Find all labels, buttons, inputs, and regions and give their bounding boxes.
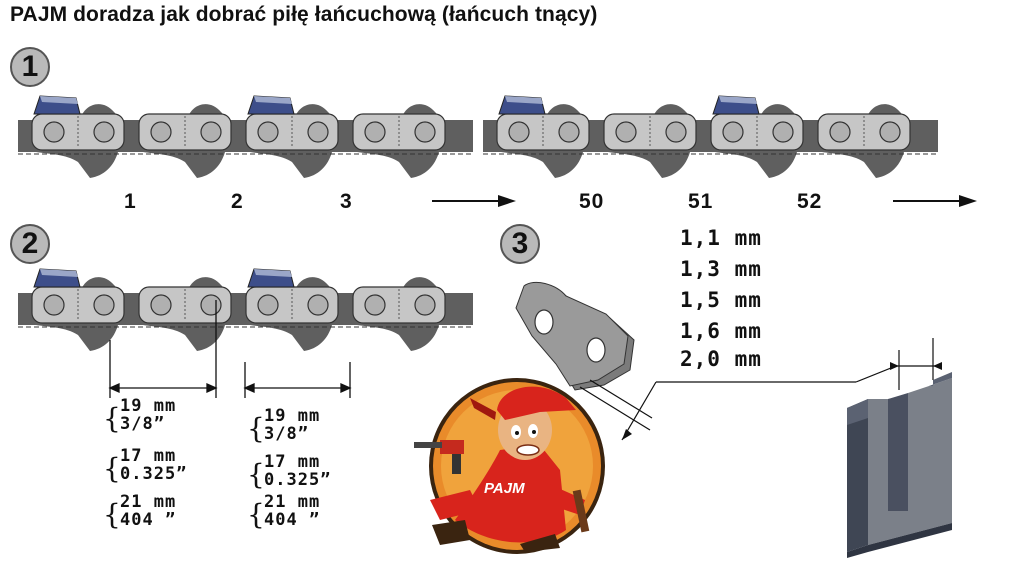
arrow-right-icon xyxy=(893,195,977,207)
rivet-icon xyxy=(558,121,580,143)
thickness-option: 2,0 mm xyxy=(680,347,762,371)
rivet-icon xyxy=(257,121,279,143)
link-number-51: 51 xyxy=(688,190,714,213)
cutter-edge xyxy=(254,96,292,104)
rivet-icon xyxy=(93,121,115,143)
mascot-label: PAJM xyxy=(484,480,525,497)
chain-row1-left xyxy=(18,95,473,178)
chain-row2 xyxy=(18,268,473,351)
thickness-option: 1,1 mm xyxy=(680,226,762,250)
rivet-icon xyxy=(508,121,530,143)
link-number-1: 1 xyxy=(124,190,137,213)
rivet-icon xyxy=(364,121,386,143)
rivet-icon xyxy=(43,294,65,316)
brace-icon: { xyxy=(103,498,121,531)
rivet-icon xyxy=(829,121,851,143)
rivet-icon xyxy=(364,294,386,316)
link-number-2: 2 xyxy=(231,190,244,213)
step-badge-2: 2 xyxy=(10,224,50,264)
cutter-edge xyxy=(254,269,292,277)
drive-link-icon xyxy=(515,281,635,391)
rivet-icon xyxy=(93,294,115,316)
link-number-52: 52 xyxy=(797,190,823,213)
rivet-icon xyxy=(307,121,329,143)
rivet-icon xyxy=(665,121,687,143)
page-title: PAJM doradza jak dobrać piłę łańcuchową … xyxy=(10,3,598,26)
cutter-edge xyxy=(505,96,543,104)
link-number-50: 50 xyxy=(579,190,605,213)
rivet-icon xyxy=(414,294,436,316)
rivet-icon xyxy=(257,294,279,316)
rivet-icon xyxy=(150,294,172,316)
link-number-3: 3 xyxy=(340,190,353,213)
brace-icon: { xyxy=(103,452,121,485)
thickness-option: 1,5 mm xyxy=(680,288,762,312)
rivet-icon xyxy=(615,121,637,143)
rivet-icon xyxy=(307,294,329,316)
rivet-icon xyxy=(200,121,222,143)
brace-icon: { xyxy=(247,412,265,445)
mascot-icon xyxy=(414,378,605,554)
thickness-option: 1,6 mm xyxy=(680,319,762,343)
rivet-icon xyxy=(414,121,436,143)
bar-groove-icon xyxy=(847,372,952,558)
cutter-edge xyxy=(719,96,757,104)
brace-icon: { xyxy=(247,498,265,531)
arrow-right-icon xyxy=(432,195,516,207)
step-badge-3: 3 xyxy=(500,224,540,264)
chain-row1-right xyxy=(483,95,938,178)
step-badge-1: 1 xyxy=(10,47,50,87)
rivet-icon xyxy=(150,121,172,143)
rivet-icon xyxy=(772,121,794,143)
rivet-icon xyxy=(43,121,65,143)
cutter-edge xyxy=(40,269,78,277)
brace-icon: { xyxy=(103,402,121,435)
rivet-icon xyxy=(722,121,744,143)
cutter-edge xyxy=(40,96,78,104)
brace-icon: { xyxy=(247,458,265,491)
thickness-option: 1,3 mm xyxy=(680,257,762,281)
rivet-icon xyxy=(879,121,901,143)
